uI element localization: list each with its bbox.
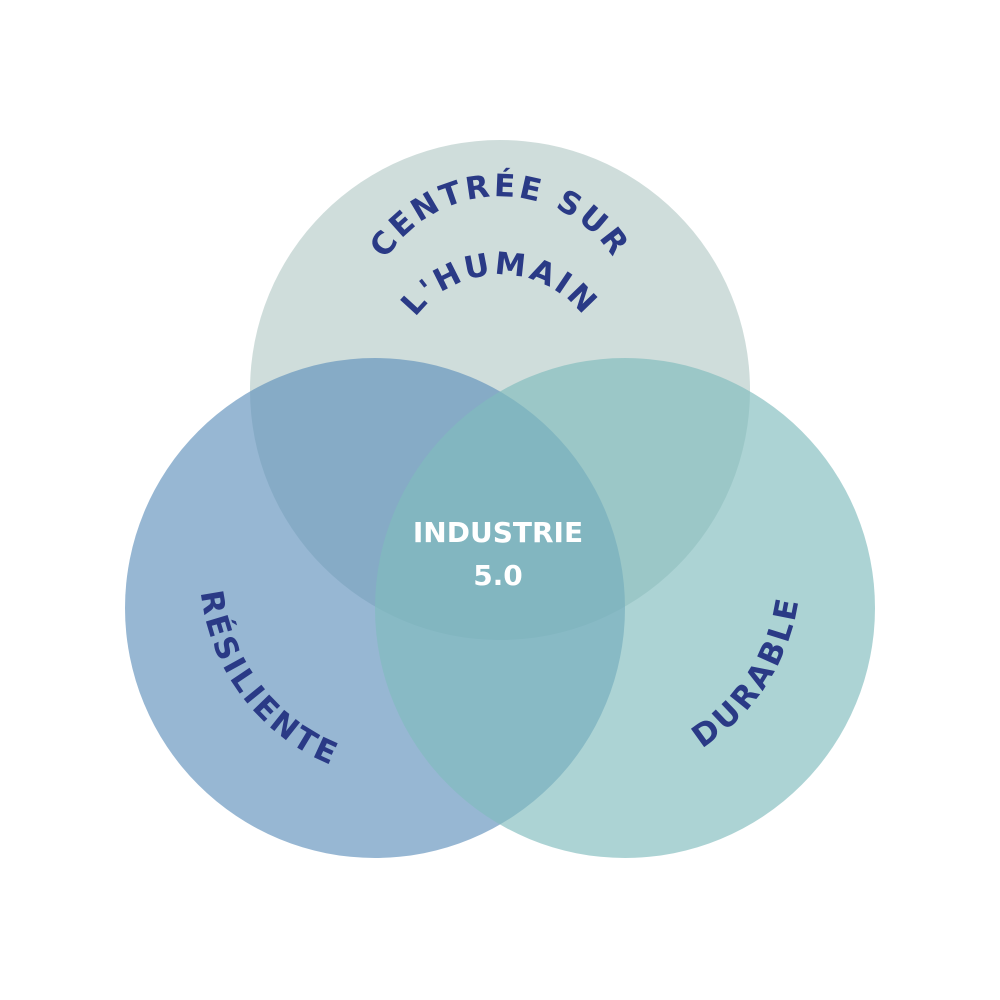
circle-durable	[375, 358, 875, 858]
center-label-line-2: 5.0	[473, 559, 523, 592]
center-label-line-1: INDUSTRIE	[413, 516, 583, 549]
